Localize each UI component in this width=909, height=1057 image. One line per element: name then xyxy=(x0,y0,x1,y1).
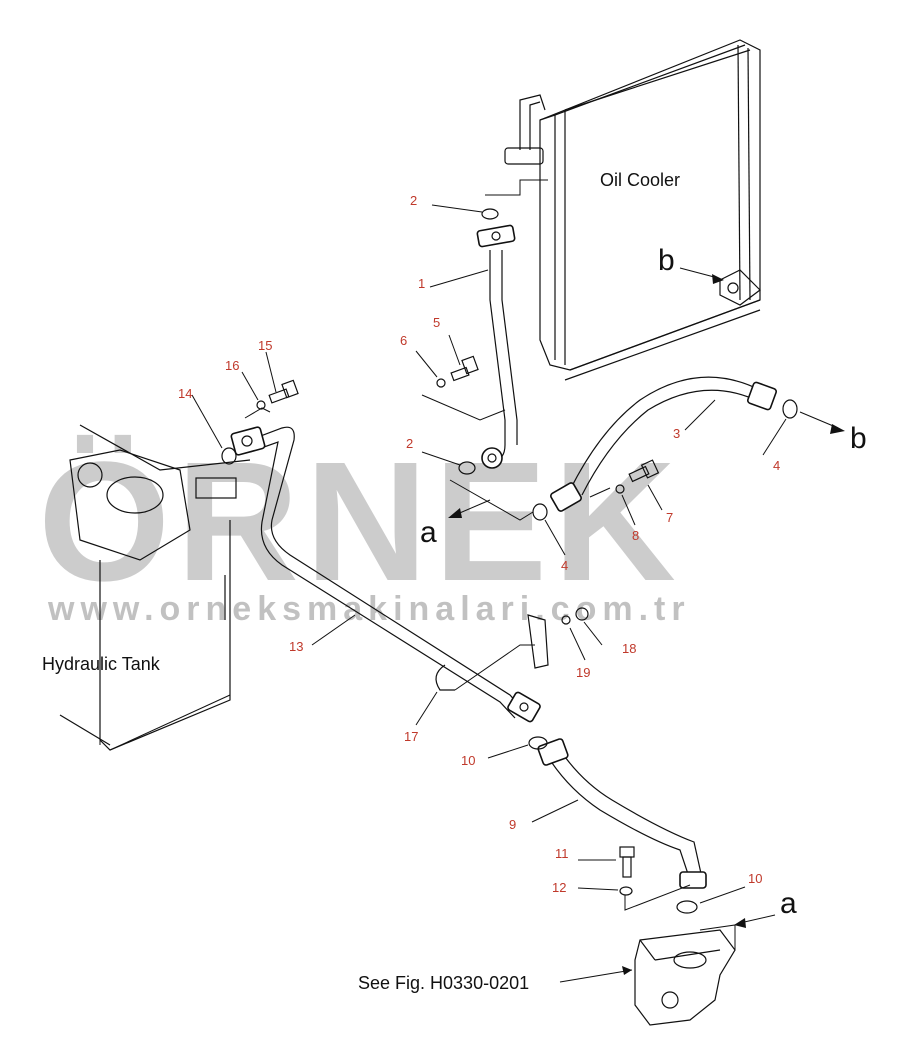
tube-13 xyxy=(230,426,541,723)
callout-2-mid: 2 xyxy=(406,436,413,451)
bolt-7 xyxy=(628,459,660,483)
callout-16: 16 xyxy=(225,358,239,373)
callout-1: 1 xyxy=(418,276,425,291)
washer-8 xyxy=(615,484,625,494)
bolt-15 xyxy=(268,379,299,404)
o-ring-10-left xyxy=(528,736,548,750)
callout-4-right: 4 xyxy=(773,458,780,473)
oil-cooler-drawing xyxy=(504,39,761,381)
washer-16 xyxy=(256,400,266,410)
hydraulic-tank-label: Hydraulic Tank xyxy=(42,654,161,674)
callout-15: 15 xyxy=(258,338,272,353)
callout-4-mid: 4 xyxy=(561,558,568,573)
leader-lines xyxy=(99,179,845,983)
connector-b-right: b xyxy=(850,422,867,455)
small-parts xyxy=(221,208,798,914)
hose-3 xyxy=(550,376,777,512)
washer-12 xyxy=(619,886,633,896)
callout-9: 9 xyxy=(509,817,516,832)
callout-17: 17 xyxy=(404,729,418,744)
callout-6: 6 xyxy=(400,333,407,348)
callout-14: 14 xyxy=(178,386,192,401)
valve-block xyxy=(634,929,736,1026)
callout-2-top: 2 xyxy=(410,193,417,208)
callout-11: 11 xyxy=(555,846,569,861)
o-ring-4-right xyxy=(782,399,798,419)
oil-cooler-label: Oil Cooler xyxy=(600,170,680,190)
see-fig-label: See Fig. H0330-0201 xyxy=(358,973,529,993)
o-ring-14 xyxy=(221,447,237,465)
washer-19 xyxy=(561,615,571,625)
callout-13: 13 xyxy=(289,639,303,654)
callout-3: 3 xyxy=(673,426,680,441)
watermark: ÖRNEK www.orneksmakinalari.com.tr xyxy=(38,427,691,628)
connector-letters: a a b b xyxy=(420,244,867,920)
hose-1 xyxy=(476,224,518,469)
labels: Oil Cooler Hydraulic Tank See Fig. H0330… xyxy=(42,170,680,993)
callout-10-right: 10 xyxy=(748,871,762,886)
o-ring-2-mid xyxy=(458,461,476,475)
callout-5: 5 xyxy=(433,315,440,330)
callout-7: 7 xyxy=(666,510,673,525)
callout-numbers: 1 2 2 3 4 4 5 6 7 8 9 10 10 11 12 13 14 … xyxy=(178,193,780,895)
connector-a-right: a xyxy=(780,887,797,920)
callout-12: 12 xyxy=(552,880,566,895)
o-ring-2-top xyxy=(481,208,499,220)
bolt-11 xyxy=(619,846,635,878)
o-ring-10-right xyxy=(676,900,698,914)
bolt-5 xyxy=(450,355,479,382)
bracket xyxy=(527,614,549,669)
watermark-url: www.orneksmakinalari.com.tr xyxy=(47,590,691,628)
callout-19: 19 xyxy=(576,665,590,680)
connector-a-left: a xyxy=(420,516,437,549)
hose-9 xyxy=(537,738,707,889)
callout-18: 18 xyxy=(622,641,636,656)
callout-8: 8 xyxy=(632,528,639,543)
nut-18 xyxy=(575,607,589,621)
washer-6 xyxy=(436,378,446,388)
clamp-17 xyxy=(435,664,455,691)
connector-b-top: b xyxy=(658,244,675,277)
callout-10-left: 10 xyxy=(461,753,475,768)
